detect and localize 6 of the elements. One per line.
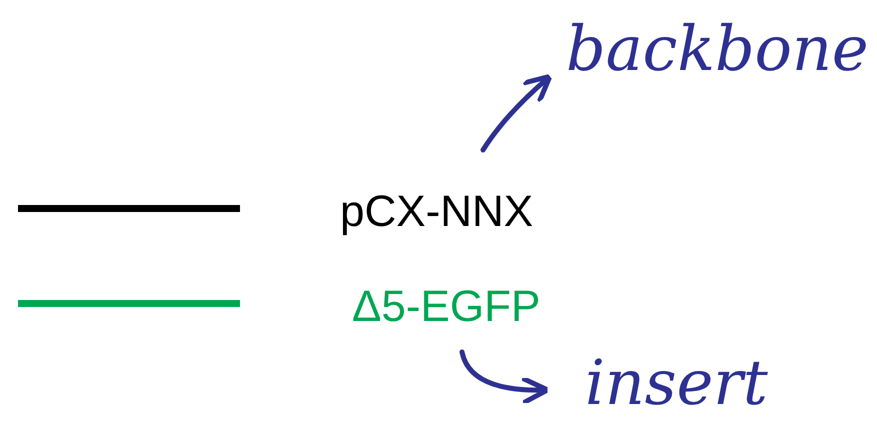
arrow [460,350,550,406]
legend-label: pCX-NNX [340,190,534,234]
arrow [480,74,552,152]
handwritten-annotation: insert [585,352,768,414]
handwritten-annotation: backbone [566,18,869,80]
legend-label: Δ5-EGFP [352,285,540,329]
